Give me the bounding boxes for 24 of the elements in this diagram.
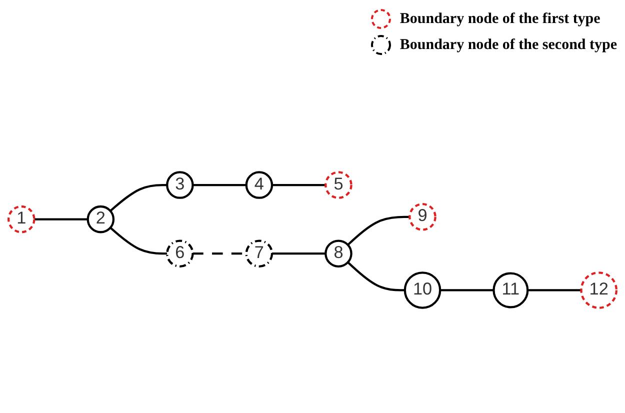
connector bbox=[440, 289, 494, 292]
node-circle: 8 bbox=[324, 240, 352, 268]
node-circle: 11 bbox=[492, 272, 529, 308]
node-circle: 1 bbox=[8, 205, 36, 234]
connector bbox=[347, 262, 405, 292]
connector bbox=[347, 216, 410, 246]
node-circle: 7 bbox=[245, 240, 274, 268]
connector bbox=[272, 252, 326, 255]
node-circle: 10 bbox=[404, 272, 442, 309]
connector bbox=[272, 184, 326, 186]
node-circle: 4 bbox=[245, 171, 274, 199]
node-circle: 5 bbox=[324, 171, 352, 199]
connector bbox=[192, 184, 246, 186]
node-circle: 12 bbox=[580, 272, 618, 309]
node-circle: 6 bbox=[166, 240, 194, 268]
node-circle: 3 bbox=[166, 171, 194, 199]
connector bbox=[110, 184, 168, 212]
node-circle: 2 bbox=[86, 205, 115, 234]
legend-text: Boundary node of the second type bbox=[400, 36, 617, 54]
node-circle: 9 bbox=[408, 203, 436, 231]
connector bbox=[34, 218, 88, 220]
connector bbox=[528, 289, 582, 292]
legend-text: Boundary node of the first type bbox=[400, 10, 600, 28]
connector bbox=[110, 226, 168, 255]
